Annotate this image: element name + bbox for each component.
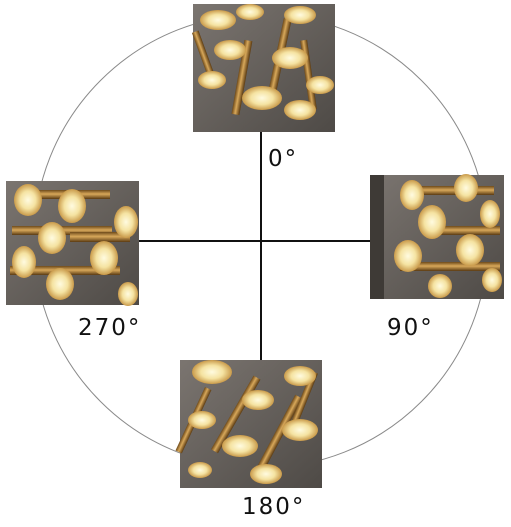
label-bottom: 180° <box>242 496 305 519</box>
label-left: 270° <box>78 317 141 340</box>
photo-180-degrees <box>175 360 322 488</box>
label-top: 0° <box>268 148 298 171</box>
photo-270-degrees <box>6 181 139 306</box>
photo-90-degrees <box>370 174 504 299</box>
photo-0-degrees <box>192 4 335 132</box>
label-right: 90° <box>387 317 434 340</box>
